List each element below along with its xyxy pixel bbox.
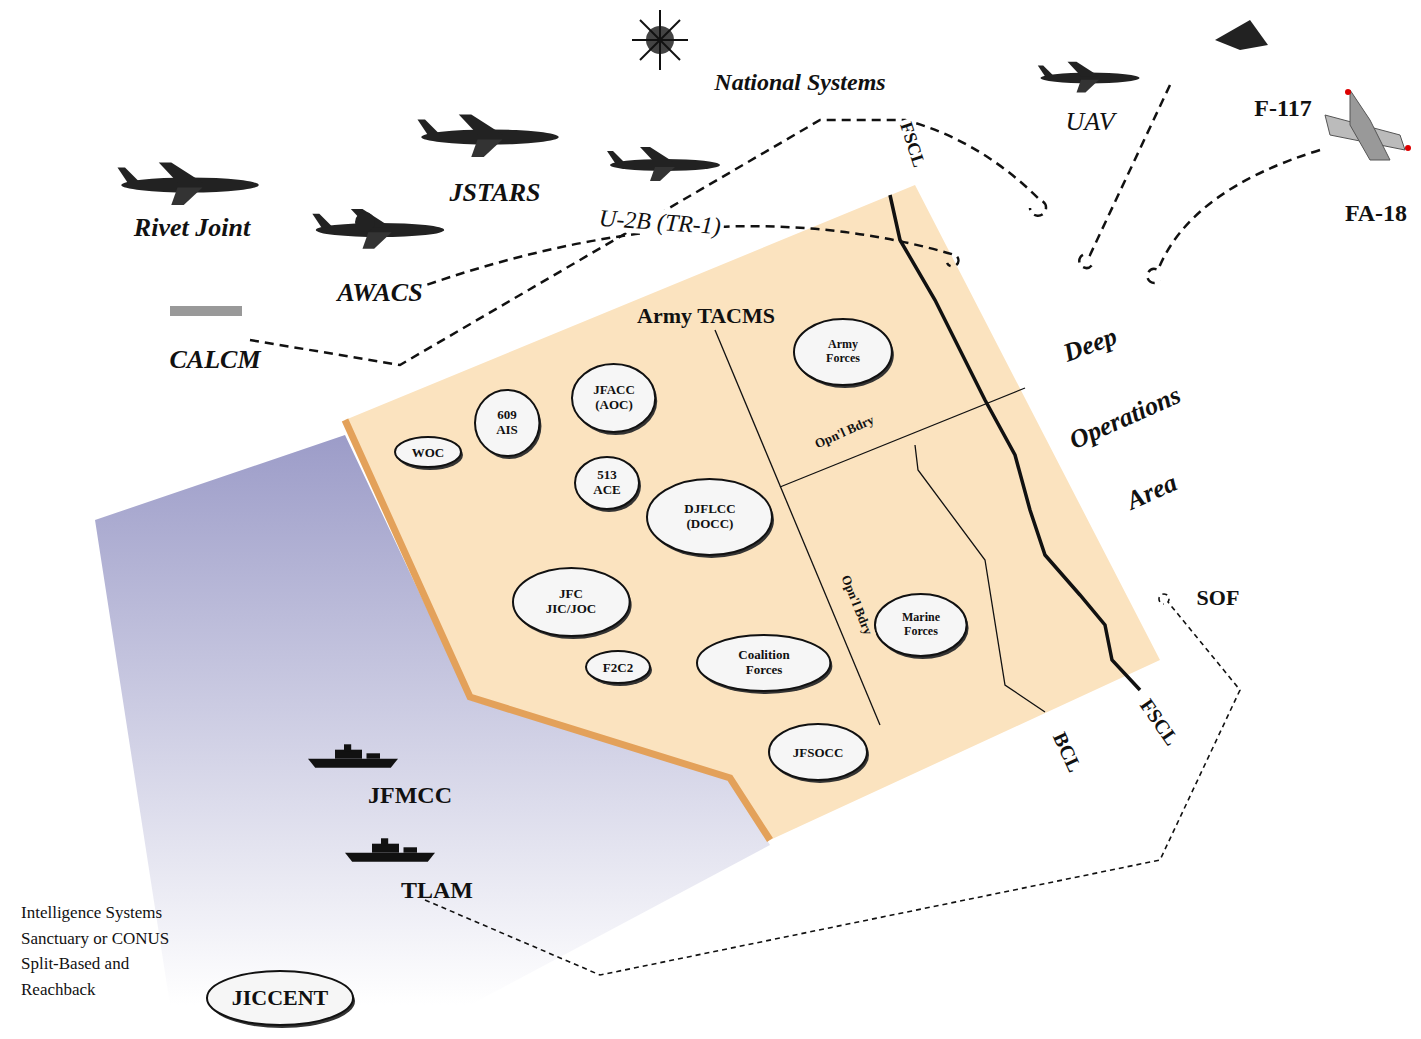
- node-label: F2C2: [603, 661, 633, 675]
- map-label: CALCM: [166, 346, 263, 375]
- node-label: Coalition Forces: [720, 648, 808, 677]
- fa18-icon: [1325, 89, 1411, 160]
- map-label: FA-18: [1342, 200, 1410, 226]
- node-label: JFACC (AOC): [587, 383, 640, 412]
- uav-icon: [1038, 62, 1140, 93]
- ellipse-node: 513 ACE: [573, 455, 641, 511]
- map-label: JSTARS: [446, 179, 543, 208]
- awacs-icon: [312, 209, 444, 249]
- sof-path: [425, 594, 1240, 975]
- map-label: TLAM: [398, 877, 476, 903]
- awacs-rotodome: [355, 212, 375, 232]
- node-label: Marine Forces: [891, 611, 950, 637]
- map-label: U-2B (TR-1): [595, 204, 724, 239]
- u2-icon: [607, 147, 720, 181]
- map-label: JFMCC: [365, 782, 455, 808]
- node-label: WOC: [412, 446, 445, 460]
- node-label: 513 ACE: [587, 468, 627, 497]
- land-region: [345, 185, 1160, 840]
- map-label: National Systems: [711, 69, 888, 95]
- ellipse-node: JFSOCC: [767, 722, 869, 782]
- map-label: Army TACMS: [634, 304, 778, 328]
- node-label: JICCENT: [232, 986, 329, 1010]
- carrier-icon: [308, 744, 398, 767]
- ship-icon: [345, 838, 435, 861]
- rivet-joint-icon: [118, 163, 259, 206]
- ellipse-node: Marine Forces: [873, 592, 969, 658]
- map-label: Rivet Joint: [131, 214, 253, 243]
- jstars-icon: [418, 115, 559, 158]
- ellipse-node: F2C2: [584, 649, 652, 685]
- map-label: UAV: [1062, 108, 1117, 137]
- node-label: JFC JIC/JOC: [533, 587, 609, 616]
- f117-icon: [1215, 20, 1268, 50]
- bcl-line: [915, 445, 1045, 712]
- ellipse-node: Army Forces: [792, 317, 894, 387]
- ellipse-node: JICCENT: [205, 969, 355, 1027]
- ellipse-node: JFC JIC/JOC: [511, 566, 632, 638]
- map-label: Intelligence Systems Sanctuary or CONUS …: [18, 900, 199, 1002]
- map-label: FSCL: [1135, 692, 1186, 751]
- ellipse-node: JFACC (AOC): [570, 362, 657, 434]
- ellipse-node: 609 AIS: [473, 388, 541, 458]
- map-label: Area: [1120, 467, 1185, 517]
- node-label: 609 AIS: [487, 408, 527, 437]
- satellite-icon: [632, 10, 688, 70]
- map-label: F-117: [1251, 95, 1314, 121]
- map-label: Operations: [1062, 380, 1187, 457]
- node-label: DJFLCC (DOCC): [669, 502, 751, 531]
- node-label: JFSOCC: [793, 746, 844, 760]
- ellipse-node: Coalition Forces: [695, 633, 832, 693]
- flight-paths: [250, 85, 1320, 365]
- calcm-icon: [170, 306, 242, 316]
- map-label: SOF: [1194, 586, 1243, 610]
- map-label: AWACS: [334, 279, 425, 308]
- map-label: Deep: [1057, 321, 1124, 369]
- map-label: BCL: [1048, 726, 1088, 778]
- node-label: Army Forces: [811, 338, 874, 364]
- ellipse-node: WOC: [393, 435, 463, 469]
- ellipse-node: DJFLCC (DOCC): [645, 477, 774, 557]
